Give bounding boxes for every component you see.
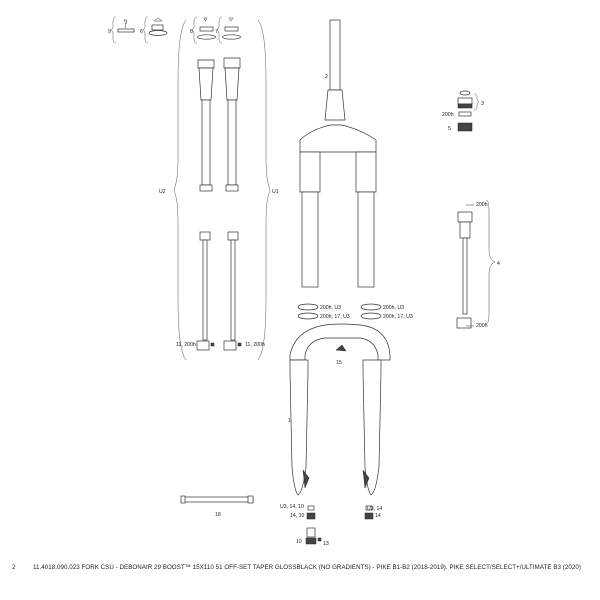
label-7: 7 [215,29,218,35]
label-5: 5 [448,126,451,132]
brace-8 [191,16,198,44]
label-u3-14-10: U3, 14, 10 [280,504,304,510]
label-15: 15 [336,360,342,366]
label-200h-u3-right: 200h, U3 [383,305,404,311]
brace-9 [110,16,117,44]
right-bottom-nut [223,340,242,351]
seal-right-lower [360,312,382,320]
part-6-top-cap [148,17,168,36]
seal-left-upper [297,303,319,311]
label-18: 18 [215,512,221,518]
label-8: 8 [190,29,193,35]
label-10: 10 [296,539,302,545]
part-7-topcap-right [222,17,241,40]
label-200h17u3-left: 200h, 17, U3 [320,314,350,320]
label-11-200h-left: 11, 200h [176,342,196,348]
right-shaft [227,231,239,341]
label-9: 9 [108,29,111,35]
brace-u1 [257,19,271,361]
brace-7 [216,16,223,44]
seal-left-lower [297,312,319,320]
seal-right-upper [360,303,382,311]
part-18-axle [180,495,254,504]
part-4-air-spring [456,211,473,329]
part-8-topcap-left [197,17,216,40]
brace-u2 [173,19,187,361]
label-1: 1 [288,418,291,424]
label-11-200h-right: 11, 200h [245,342,265,348]
left-shaft [199,231,211,341]
part-9-cap-tool [117,19,135,33]
label-200h-u3-left: 200h, U3 [320,305,341,311]
label-200h-spring-top: 200h [476,202,488,208]
label-200h-spring-bottom: 200h [476,323,488,329]
bolt-left [306,505,316,520]
left-cartridge-assembly [197,59,215,192]
left-bottom-nut [196,340,215,351]
page-number: 2 [12,564,16,571]
label-u1: U1 [272,189,279,195]
label-3: 3 [481,101,484,107]
part-3-air-cap [457,90,473,117]
part-13-washer [317,537,322,542]
label-200h17u3-right: 200h, 17, U3 [383,314,413,320]
label-13: 13 [323,541,329,547]
part-10-rebound-knob [305,527,317,545]
part-1-lowers [289,323,391,496]
crown-steerer-assembly [299,19,377,288]
part-5-cap [457,122,473,132]
brace-4 [485,199,496,325]
brace-6 [142,16,149,44]
label-u3-14: U3, 14 [367,506,382,512]
bolt-right [364,505,374,520]
label-14-10: 14, 10 [290,513,305,519]
label-6: 6 [140,29,143,35]
label-14: 14 [375,513,381,519]
brace-3 [473,93,480,111]
label-u2: U2 [159,189,166,195]
label-2: 2 [325,74,328,80]
page-footer: 2 11.4018.090.023 FORK CSU - DEBONAIR 29… [0,561,600,575]
document-title: 11.4018.090.023 FORK CSU - DEBONAIR 29 B… [33,564,581,571]
label-200h-top-right: 200h [442,112,454,118]
label-4: 4 [497,261,500,267]
right-cartridge-assembly [223,57,241,192]
